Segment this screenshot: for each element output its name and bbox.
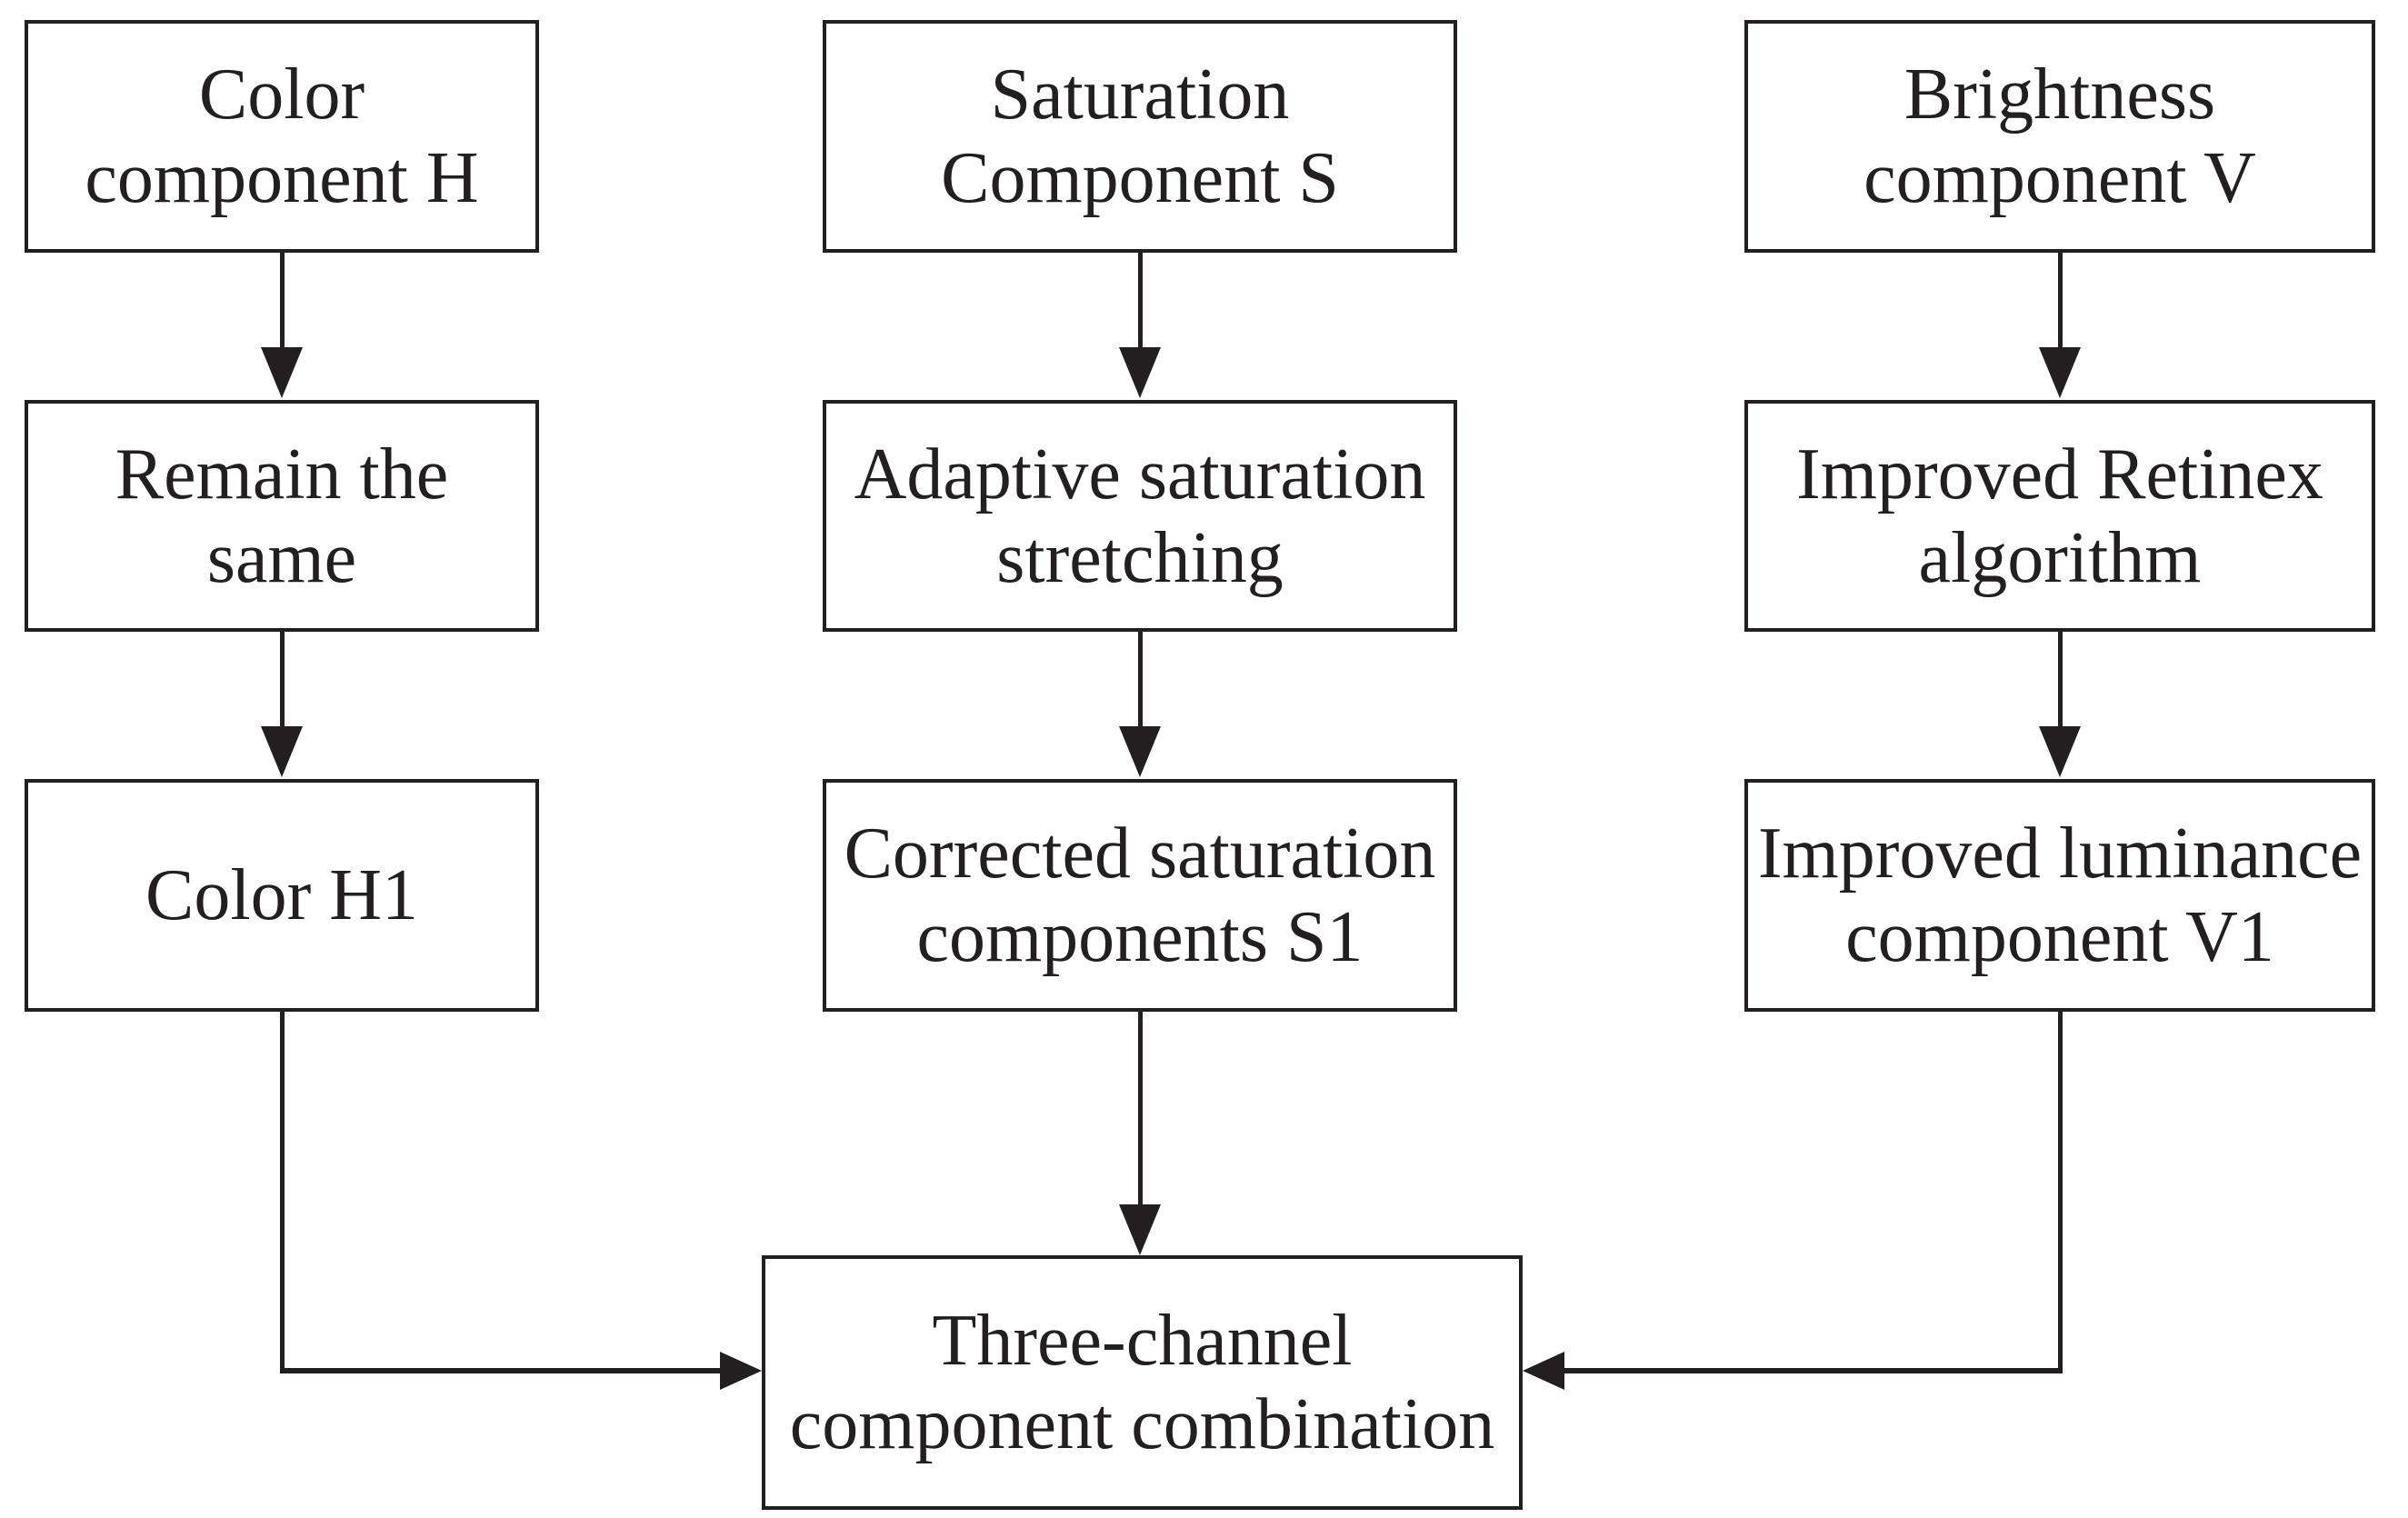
arrowhead-down-icon [261,347,303,398]
arrow-retinex-to-v1-shaft [2058,632,2063,734]
arrow-h-to-remain-shaft [280,253,285,355]
arrow-s-to-stretching-shaft [1138,253,1143,355]
arrowhead-right-icon [720,1352,762,1390]
arrowhead-down-icon [1119,726,1161,777]
node-brightness-component-v: Brightness component V [1744,20,2375,253]
node-label: Three-channel component combination [789,1301,1495,1464]
arrow-remain-to-h1-shaft [280,632,285,734]
node-label: Color H1 [145,855,418,935]
node-saturation-component-s: Saturation Component S [823,20,1457,253]
node-label: Adaptive saturation stretching [854,434,1426,598]
arrow-stretching-to-s1-shaft [1138,632,1143,734]
node-label: Improved Retinex algorithm [1796,434,2323,598]
node-label: Corrected saturation components S1 [844,814,1436,977]
arrowhead-down-icon [1119,347,1161,398]
node-color-h1: Color H1 [25,779,539,1012]
connector-v1-horizontal [1564,1368,2063,1373]
arrowhead-left-icon [1523,1352,1564,1390]
node-adaptive-saturation-stretching: Adaptive saturation stretching [823,400,1457,632]
node-remain-the-same: Remain the same [25,400,539,632]
node-label: Saturation Component S [941,55,1339,218]
arrowhead-down-icon [1119,1204,1161,1255]
node-color-component-h: Color component H [25,20,539,253]
arrow-v-to-retinex-shaft [2058,253,2063,355]
arrowhead-down-icon [2039,347,2081,398]
connector-h1-horizontal [280,1368,723,1373]
node-improved-luminance-v1: Improved luminance component V1 [1744,779,2375,1012]
arrowhead-down-icon [261,726,303,777]
connector-s1-vertical [1138,1012,1143,1209]
connector-h1-vertical [280,1012,285,1373]
connector-v1-vertical [2058,1012,2063,1373]
node-label: Improved luminance component V1 [1757,814,2363,977]
node-label: Brightness component V [1863,55,2256,218]
node-label: Color component H [85,55,479,218]
arrowhead-down-icon [2039,726,2081,777]
node-improved-retinex-algorithm: Improved Retinex algorithm [1744,400,2375,632]
node-three-channel-combination: Three-channel component combination [762,1255,1523,1510]
node-corrected-saturation-s1: Corrected saturation components S1 [823,779,1457,1012]
node-label: Remain the same [115,434,449,598]
